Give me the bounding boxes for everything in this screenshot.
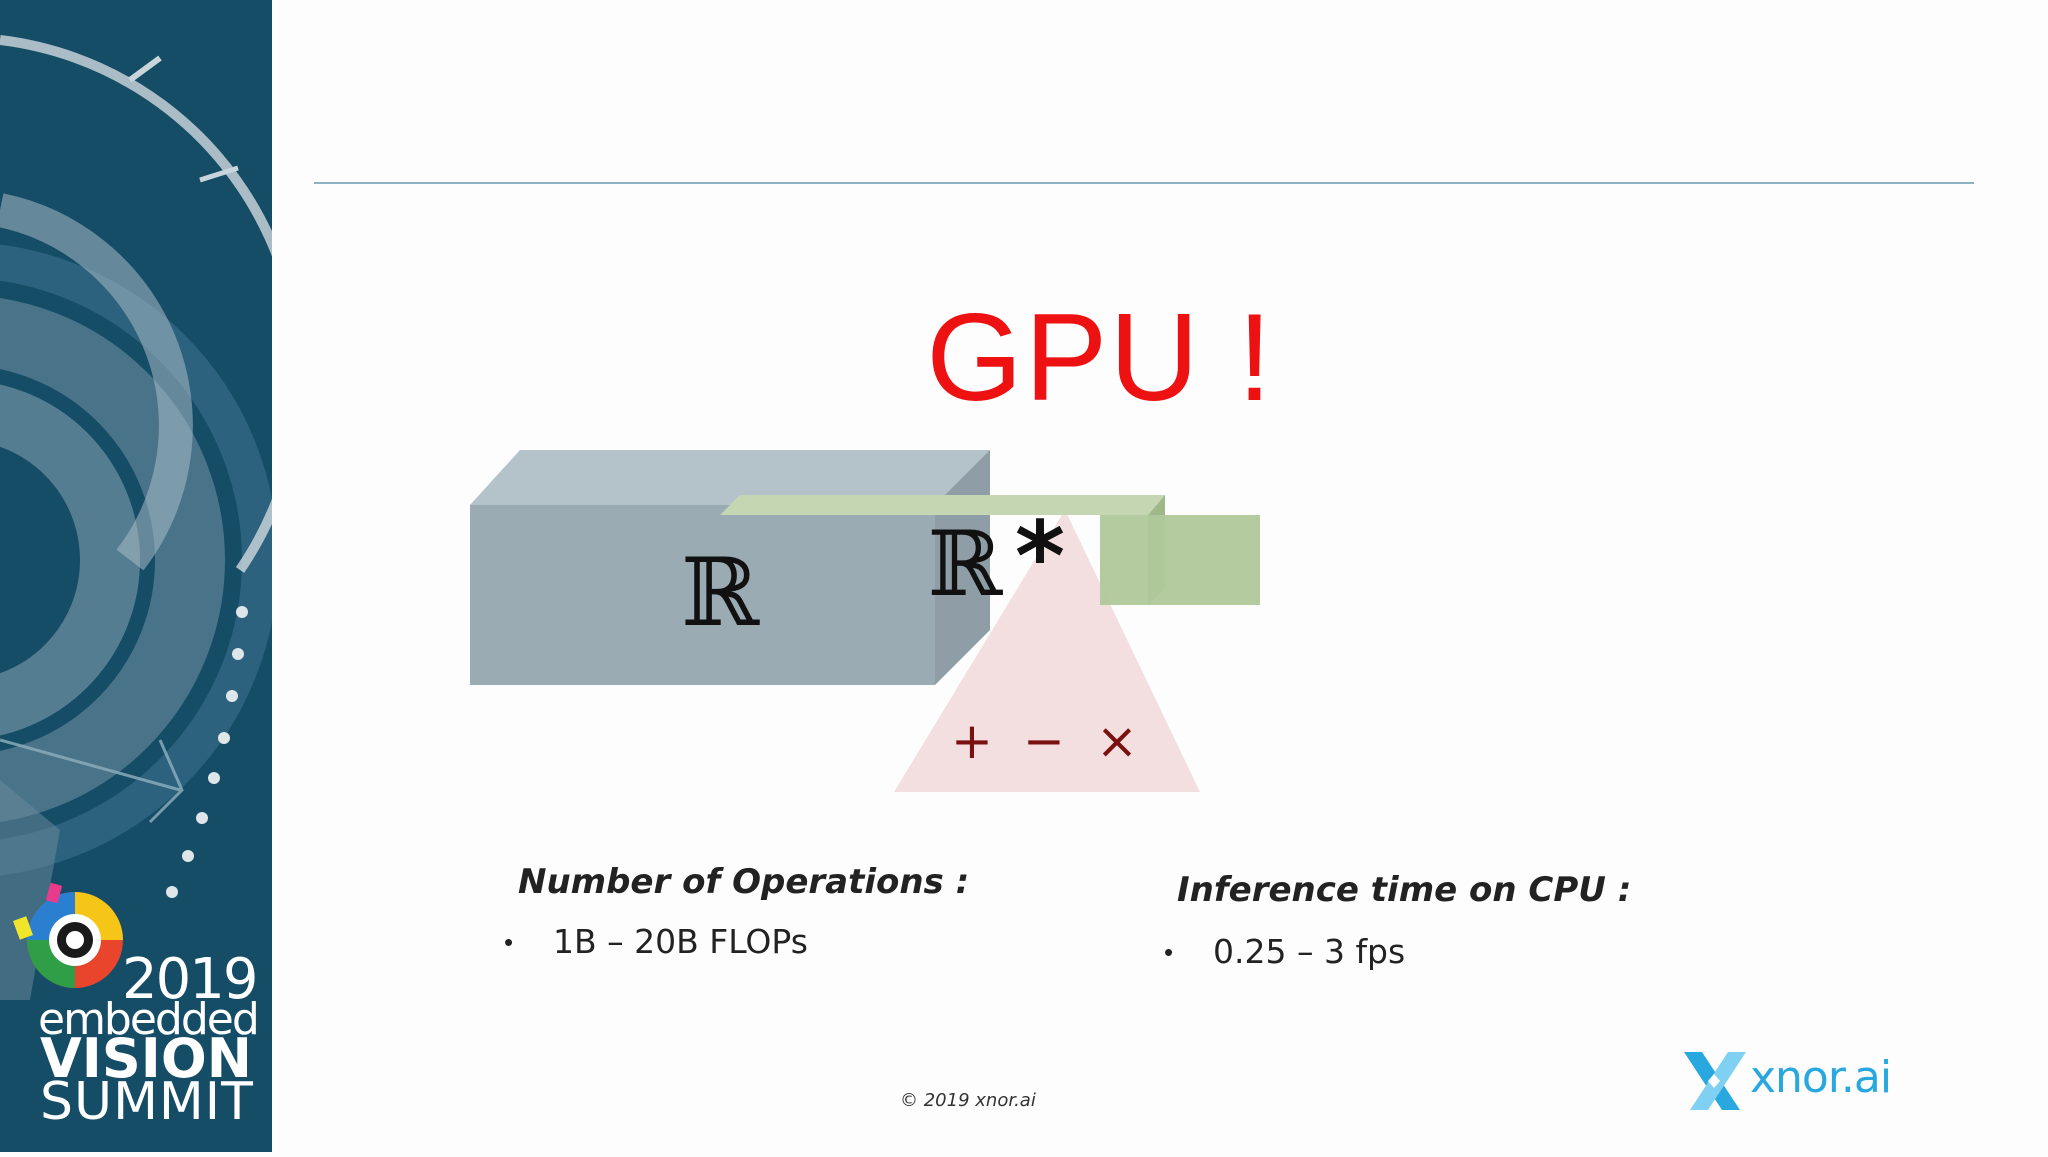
multiply-operator: * <box>1015 501 1065 613</box>
summit-year: 2019 <box>122 947 259 1012</box>
event-sidebar: 2019 embedded VISION SUMMIT <box>0 0 305 1152</box>
header-divider <box>314 182 1974 184</box>
xnor-wordmark: xnor.ai <box>1750 1052 1892 1103</box>
matrix-multiply-diagram: ℝ ℝ * + − × <box>470 450 1260 792</box>
plus-operation: + <box>951 712 993 770</box>
copyright-footer: © 2019 xnor.ai <box>900 1090 1036 1111</box>
operations-triangle <box>894 510 1200 792</box>
minus-operation: − <box>1023 712 1065 770</box>
left-block-symbol: ℝ <box>681 539 760 648</box>
operations-bullet: • <box>504 927 514 957</box>
operations-heading: Number of Operations : <box>518 862 970 902</box>
operations-value: 1B – 20B FLOPs <box>553 922 808 961</box>
xnor-logo: xnor.ai <box>1680 1048 1892 1114</box>
right-block-top <box>720 495 1165 515</box>
inference-value: 0.25 – 3 fps <box>1213 932 1406 971</box>
times-operation: × <box>1096 712 1138 770</box>
sidebar-graphic <box>0 0 305 1152</box>
right-block-front <box>1100 515 1260 605</box>
vision-summit-emblem <box>13 882 123 988</box>
left-block-top <box>470 450 990 505</box>
inference-bullet: • <box>1164 937 1174 967</box>
left-block-front <box>470 505 935 685</box>
slide-title: GPU ! <box>926 289 1274 427</box>
summit-embedded-label: embedded <box>38 994 260 1045</box>
inference-heading: Inference time on CPU : <box>1177 870 1632 910</box>
summit-summit-label: SUMMIT <box>40 1072 254 1132</box>
right-block-symbol: ℝ <box>928 512 1004 617</box>
xnor-x-icon <box>1684 1052 1746 1110</box>
summit-vision-label: VISION <box>40 1027 252 1090</box>
